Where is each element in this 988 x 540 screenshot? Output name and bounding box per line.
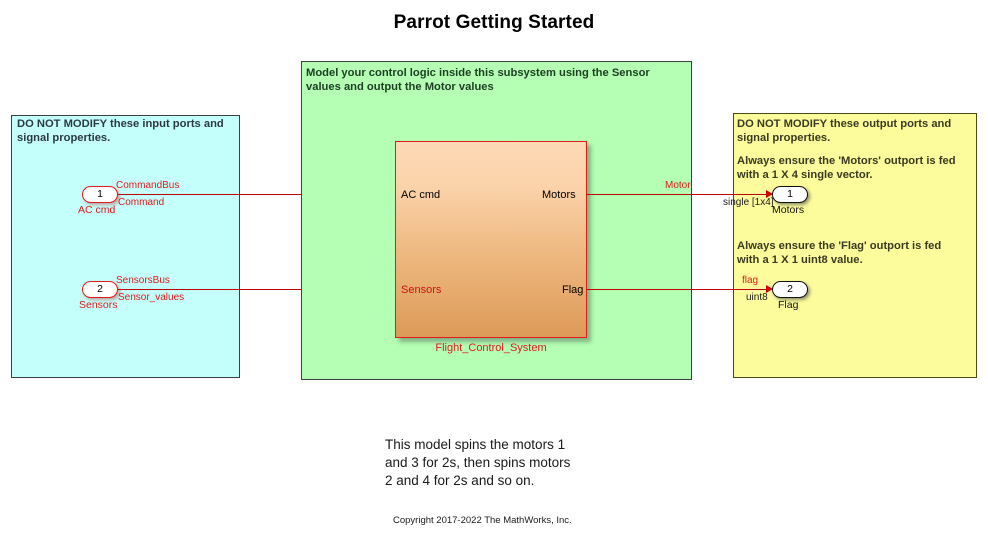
signal-label-command: Command — [118, 197, 165, 208]
copyright-notice: Copyright 2017-2022 The MathWorks, Inc. — [393, 515, 572, 526]
outport-label-motors: Motors — [772, 204, 805, 216]
output-ports-panel — [733, 113, 977, 378]
signal-label-sensor-values: Sensor_values — [118, 292, 185, 303]
signal-type-label-flag: uint8 — [746, 292, 768, 303]
page-title: Parrot Getting Started — [393, 12, 595, 33]
wire-sensors-to-subsystem — [118, 289, 387, 290]
subsystem-outport-label-motors: Motors — [542, 189, 576, 201]
outport-label-flag: Flag — [778, 299, 799, 311]
signal-label-flag: flag — [742, 275, 759, 286]
inport-label-sensors: Sensors — [79, 299, 118, 311]
model-description: This model spins the motors 1 and 3 for … — [385, 437, 571, 488]
output-panel-note-2: Always ensure the 'Motors' outport is fe… — [737, 155, 956, 181]
input-ports-panel — [11, 115, 240, 378]
subsystem-caption: Flight_Control_System — [435, 342, 547, 354]
subsystem-inport-label-sensors: Sensors — [401, 284, 442, 296]
subsystem-block-flight-control-system[interactable] — [395, 141, 587, 338]
outport-block-flag[interactable]: 2 — [772, 281, 808, 298]
signal-label-sensors-bus: SensorsBus — [116, 275, 170, 286]
output-panel-note-1: DO NOT MODIFY these output ports and sig… — [737, 118, 952, 144]
output-panel-note-3: Always ensure the 'Flag' outport is fed … — [737, 240, 942, 266]
subsystem-outport-label-flag: Flag — [562, 284, 584, 296]
inport-block-sensors[interactable]: 2 — [82, 281, 118, 298]
signal-label-motor: Motor — [665, 180, 691, 191]
subsystem-inport-label-ac-cmd: AC cmd — [401, 189, 441, 201]
signal-type-label-motors: single [1x4] — [723, 197, 774, 208]
control-logic-panel-note: Model your control logic inside this sub… — [306, 67, 650, 93]
wire-command-to-subsystem — [118, 194, 387, 195]
outport-block-motors[interactable]: 1 — [772, 186, 808, 203]
arrow-head-flag-outport — [766, 285, 773, 293]
input-panel-note: DO NOT MODIFY these input ports and sign… — [17, 118, 224, 144]
wire-motor-to-outport — [587, 194, 769, 195]
signal-label-command-bus: CommandBus — [116, 180, 180, 191]
inport-label-ac-cmd: AC cmd — [78, 204, 116, 216]
inport-block-ac-cmd[interactable]: 1 — [82, 186, 118, 203]
arrow-head-motors-outport — [766, 190, 773, 198]
wire-flag-to-outport — [587, 289, 769, 290]
